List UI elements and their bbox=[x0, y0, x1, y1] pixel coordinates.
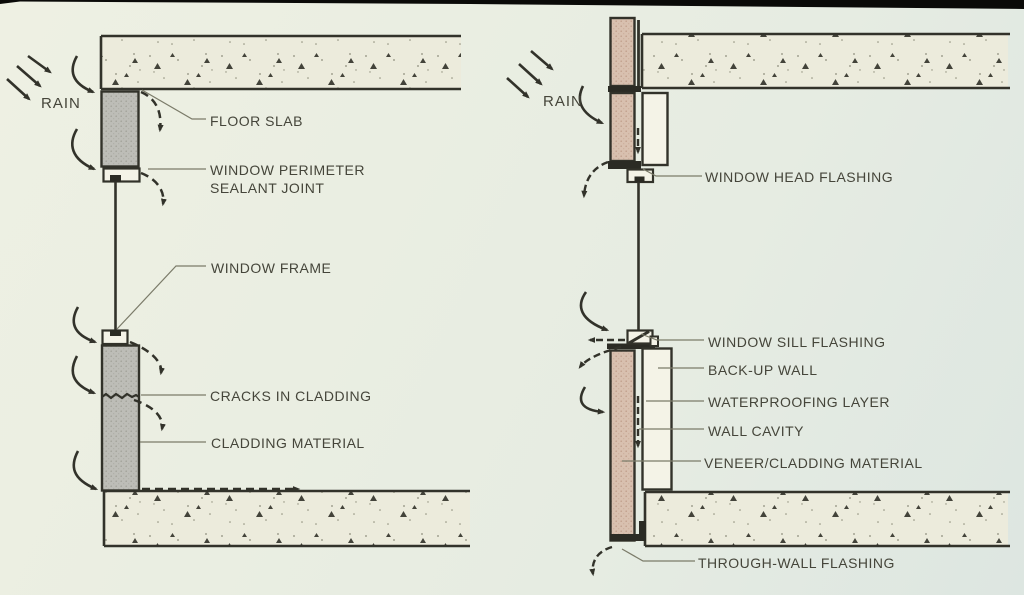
right-floor-slab-bottom bbox=[643, 490, 1010, 548]
label-veneer-cladding-material: VENEER/CLADDING MATERIAL bbox=[704, 455, 923, 471]
right-water-drain-paths bbox=[578, 128, 641, 577]
label-cracks-in-cladding: CRACKS IN CLADDING bbox=[210, 388, 372, 404]
label-floor-slab: FLOOR SLAB bbox=[210, 113, 303, 129]
label-waterproofing-layer: WATERPROOFING LAYER bbox=[708, 394, 890, 410]
left-leader-lines bbox=[116, 89, 206, 443]
left-rain-impact-arrows bbox=[71, 55, 99, 491]
right-leader-lines bbox=[621, 168, 704, 562]
left-floor-slab-top bbox=[99, 34, 461, 91]
label-window-head-flashing: WINDOW HEAD FLASHING bbox=[705, 169, 894, 185]
veneer-panel-head bbox=[609, 91, 636, 163]
right-rain-label: RAIN bbox=[543, 93, 583, 110]
left-cladding-panel-lower bbox=[100, 344, 141, 492]
right-rain-impact-arrows bbox=[578, 85, 610, 415]
label-wall-cavity: WALL CAVITY bbox=[708, 423, 805, 439]
left-floor-slab-bottom bbox=[102, 489, 470, 548]
label-window-sill-flashing: WINDOW SILL FLASHING bbox=[708, 334, 886, 350]
left-window-head-frame bbox=[102, 167, 141, 183]
left-rain-arrows bbox=[6, 54, 52, 101]
right-diagram bbox=[506, 16, 1010, 577]
label-window-perimeter-sealant-joint: WINDOW PERIMETER SEALANT JOINT bbox=[210, 162, 365, 196]
left-window-sill-frame bbox=[101, 329, 129, 346]
backup-wall-upper bbox=[641, 91, 669, 167]
label-back-up-wall: BACK-UP WALL bbox=[708, 362, 818, 378]
window-head-flashing-joint bbox=[608, 86, 641, 92]
crack-in-cladding bbox=[101, 392, 140, 400]
left-rain-label: RAIN bbox=[41, 95, 81, 112]
veneer-panel-lower bbox=[609, 349, 636, 542]
backup-wall-lower bbox=[641, 347, 673, 491]
label-cladding-material: CLADDING MATERIAL bbox=[211, 435, 365, 451]
right-floor-slab-top bbox=[640, 32, 1010, 90]
right-rain-arrows bbox=[506, 50, 554, 99]
right-window-head-frame bbox=[626, 168, 655, 184]
left-diagram bbox=[6, 34, 470, 548]
film-edge-top bbox=[0, 0, 1024, 9]
through-wall-flashing bbox=[610, 521, 646, 541]
window-sill-flashing-assembly bbox=[607, 329, 659, 349]
label-through-wall-flashing: THROUGH-WALL FLASHING bbox=[698, 555, 895, 571]
window-head-flashing bbox=[608, 161, 641, 169]
label-window-frame: WINDOW FRAME bbox=[211, 260, 332, 276]
left-cladding-panel-upper bbox=[100, 90, 140, 168]
left-water-leak-paths bbox=[129, 90, 301, 492]
veneer-panel-top bbox=[609, 16, 636, 88]
